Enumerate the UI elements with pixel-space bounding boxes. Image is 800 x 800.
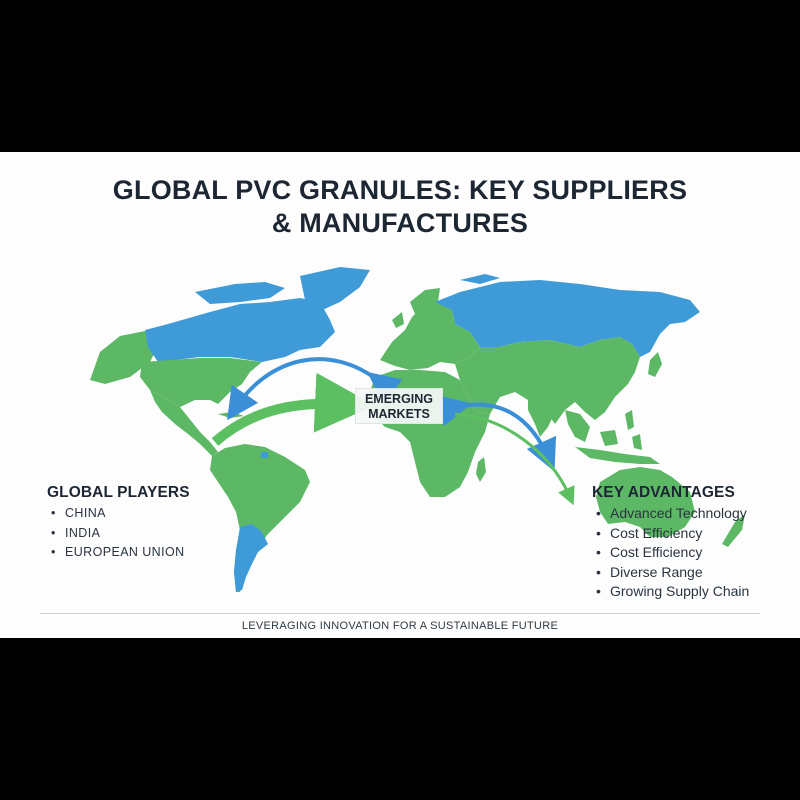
arrow-emerging-indianocean (436, 394, 557, 472)
list-item: INDIA (47, 524, 190, 544)
arrow-southamerica-emerging (211, 372, 375, 446)
canada (145, 282, 335, 362)
usa (140, 358, 262, 407)
list-item: EUROPEAN UNION (47, 543, 190, 563)
callout-line-2: MARKETS (368, 407, 430, 421)
greenland (300, 267, 370, 312)
global-players-list: CHINA INDIA EUROPEAN UNION (47, 504, 190, 563)
list-item: Growing Supply Chain (592, 582, 749, 602)
emerging-markets-callout: EMERGING MARKETS (355, 388, 443, 424)
arrow-europe-caribbean (226, 357, 403, 421)
key-advantages-list: Advanced Technology Cost Efficiency Cost… (592, 504, 749, 602)
list-item: CHINA (47, 504, 190, 524)
callout-line-1: EMERGING (364, 392, 434, 406)
title-line-2: & MANUFACTURES (271, 208, 529, 238)
mexico (150, 390, 218, 456)
alaska (90, 330, 160, 384)
asia (455, 337, 640, 424)
europe (380, 302, 480, 370)
list-item: Diverse Range (592, 563, 749, 583)
slide: GLOBAL PVC GRANULES: KEY SUPPLIERS & MAN… (0, 152, 800, 638)
list-item: Cost Efficiency (592, 524, 749, 544)
footer-tagline: LEVERAGING INNOVATION FOR A SUSTAINABLE … (241, 620, 559, 632)
global-players-panel: GLOBAL PLAYERS CHINA INDIA EUROPEAN UNIO… (47, 484, 190, 563)
page-title: GLOBAL PVC GRANULES: KEY SUPPLIERS & MAN… (0, 174, 800, 240)
arrow-africa-australia (454, 412, 575, 506)
footer-divider (40, 613, 760, 614)
list-item: Advanced Technology (592, 504, 749, 524)
south-america (210, 444, 310, 592)
argentina (234, 524, 268, 592)
global-players-heading: GLOBAL PLAYERS (47, 484, 190, 501)
list-item: Cost Efficiency (592, 543, 749, 563)
russia (435, 280, 700, 357)
title-line-1: GLOBAL PVC GRANULES: KEY SUPPLIERS (112, 175, 688, 205)
key-advantages-panel: KEY ADVANTAGES Advanced Technology Cost … (592, 484, 749, 602)
key-advantages-heading: KEY ADVANTAGES (592, 484, 735, 501)
world-map (90, 267, 745, 592)
